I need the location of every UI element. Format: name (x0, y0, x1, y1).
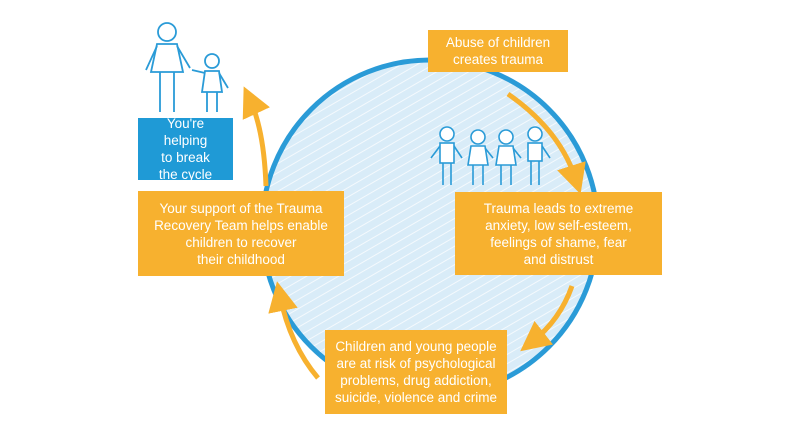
arrow-4-to-outcome (242, 86, 270, 187)
step-abuse-creates-trauma: Abuse of children creates trauma (428, 30, 568, 72)
arrow-1-to-2 (506, 91, 586, 195)
adult-and-child-figures-icon (145, 22, 229, 112)
step-trauma-effects: Trauma leads to extreme anxiety, low sel… (455, 192, 662, 275)
arrow-3-to-4 (268, 281, 320, 380)
step-risks: Children and young people are at risk of… (325, 330, 507, 414)
arrow-2-to-3 (520, 285, 575, 352)
step-support-recovery: Your support of the Trauma Recovery Team… (138, 191, 344, 276)
outcome-break-cycle: You're helping to break the cycle (138, 116, 233, 182)
four-children-figures-icon (430, 126, 551, 185)
